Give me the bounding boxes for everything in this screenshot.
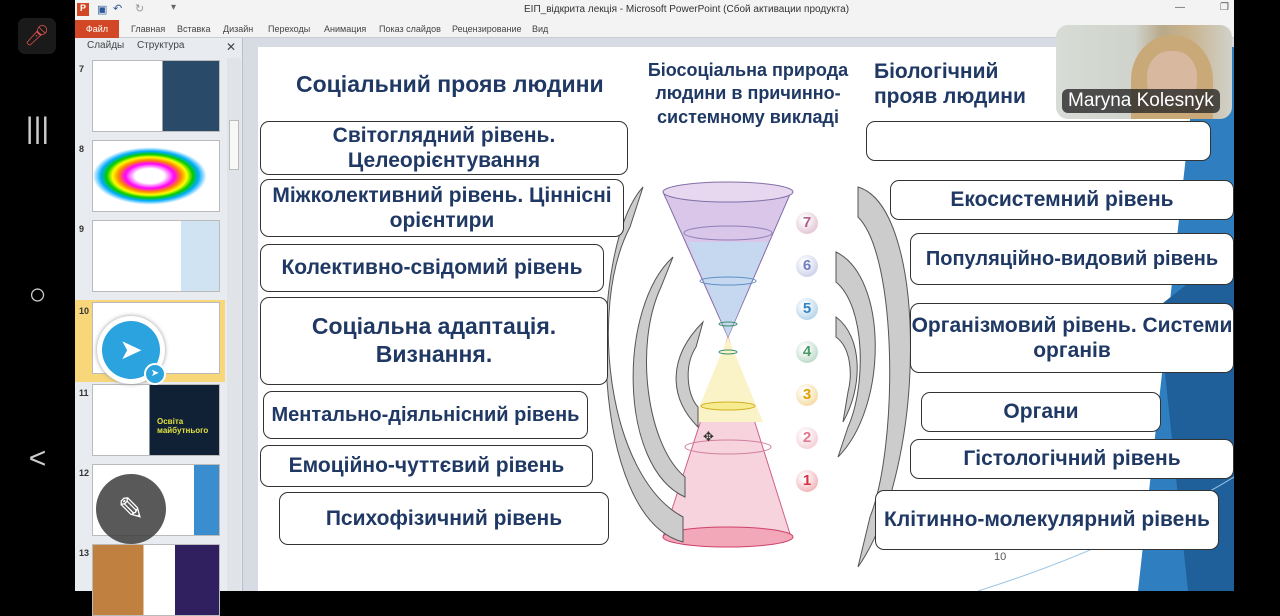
muted-microphone-icon[interactable]: 🎤︎ <box>18 18 56 54</box>
level-marker-7: 7 <box>796 212 818 234</box>
restore-icon[interactable]: ❐ <box>1220 2 1229 13</box>
slide-number: 9 <box>79 224 85 234</box>
right-box-cellular: Клітинно-молекулярний рівень <box>875 490 1219 550</box>
level-marker-2: 2 <box>796 427 818 449</box>
customize-toolbar-icon[interactable]: ▾ <box>171 2 177 13</box>
left-arrow-small <box>675 320 704 429</box>
powerpoint-logo-icon: P <box>77 3 89 16</box>
participant-name: Maryna Kolesnyk <box>1062 89 1220 113</box>
tab-home[interactable]: Главная <box>131 24 166 34</box>
tab-view[interactable]: Вид <box>532 24 549 34</box>
slide-number: 7 <box>79 64 85 74</box>
right-box-population: Популяційно-видовий рівень <box>910 233 1234 285</box>
slide-number: 12 <box>79 468 90 478</box>
video-participant-tile[interactable]: Maryna Kolesnyk <box>1056 25 1232 119</box>
move-cursor-icon: ✥ <box>703 429 714 444</box>
slide-canvas: Соціальний прояв людини Біосоціальна при… <box>243 38 1234 591</box>
left-arrow-medium <box>632 256 686 498</box>
tab-slideshow[interactable]: Показ слайдов <box>379 24 441 34</box>
level-marker-4: 4 <box>796 341 818 363</box>
draw-floating-button[interactable]: ✎ <box>96 474 166 544</box>
tab-animation[interactable]: Анимация <box>324 24 367 34</box>
save-icon[interactable]: ▣ <box>97 4 108 16</box>
slide-thumbnail-11[interactable]: Освіта майбутнього <box>92 384 220 456</box>
level-marker-3: 3 <box>796 384 818 406</box>
powerpoint-window: P ▣ ↶ ↻ ▾ ЕІП_відкрита лекція - Microsof… <box>75 0 1234 616</box>
slide-number: 11 <box>79 388 89 398</box>
right-box-organism: Організмовий рівень. Системи органів <box>910 303 1234 373</box>
tab-review[interactable]: Рецензирование <box>452 24 522 34</box>
left-box-mental: Ментально-діяльнісний рівень <box>263 391 588 439</box>
title-bar: P ▣ ↶ ↻ ▾ ЕІП_відкрита лекція - Microsof… <box>75 0 1234 20</box>
left-box-emotional: Емоційно-чуттєвий рівень <box>260 445 593 487</box>
right-box-histological: Гістологічний рівень <box>910 439 1234 479</box>
window-title: ЕІП_відкрита лекція - Microsoft PowerPoi… <box>524 4 850 15</box>
level-marker-1: 1 <box>796 470 818 492</box>
left-box-psychophysical: Психофізичний рівень <box>279 492 609 545</box>
slide: Соціальний прояв людини Біосоціальна при… <box>258 47 1234 591</box>
slide-number: 13 <box>79 548 90 558</box>
tab-design[interactable]: Дизайн <box>223 24 254 34</box>
back-icon[interactable]: < <box>28 442 47 475</box>
thumbnail-text: Освіта майбутнього <box>157 417 209 435</box>
right-black-bar <box>1234 0 1280 591</box>
redo-icon[interactable]: ↻ <box>135 3 145 15</box>
recent-apps-icon[interactable]: ||| <box>25 112 50 145</box>
left-box-social-adaptation: Соціальна адаптація. Визнання. <box>260 297 608 385</box>
scrollbar[interactable] <box>227 58 241 591</box>
right-box-organs: Органи <box>921 392 1161 432</box>
slide-thumbnail-7[interactable] <box>92 60 220 132</box>
pencil-icon: ✎ <box>117 491 145 527</box>
slide-thumbnail-9[interactable] <box>92 220 220 292</box>
minimize-icon[interactable]: — <box>1175 2 1185 13</box>
right-arrow-medium <box>835 251 876 458</box>
right-heading: Біологічний прояв людини <box>874 60 1026 109</box>
tab-file[interactable]: Файл <box>75 20 119 38</box>
home-icon[interactable]: ○ <box>28 278 47 311</box>
slide-number-label: 10 <box>994 551 1007 563</box>
tab-transitions[interactable]: Переходы <box>268 24 311 34</box>
level-marker-6: 6 <box>796 255 818 277</box>
right-box-top <box>866 121 1211 161</box>
slide-number: 8 <box>79 144 85 154</box>
center-heading: Біосоціальна природа людини в причинно-с… <box>647 60 849 127</box>
left-heading: Соціальний прояв людини <box>296 71 604 97</box>
right-arrow-small <box>835 316 858 423</box>
tab-outline[interactable]: Структура <box>137 40 185 51</box>
close-pane-icon[interactable]: ✕ <box>226 40 237 54</box>
tab-insert[interactable]: Вставка <box>177 24 211 34</box>
level-marker-5: 5 <box>796 298 818 320</box>
scrollbar-thumb[interactable] <box>229 120 239 170</box>
left-box-worldview: Світоглядний рівень. Целеорієнтування <box>260 121 628 175</box>
ribbon-tabs: Файл Главная Вставка Дизайн Переходы Ани… <box>75 20 1234 38</box>
undo-icon[interactable]: ↶ <box>113 3 123 15</box>
right-arrow-large <box>857 186 911 568</box>
left-arrow-large <box>605 186 684 543</box>
right-box-ecosystem: Екосистемний рівень <box>890 180 1234 220</box>
left-box-intercollective: Міжколективний рівень. Ціннісні орієнтир… <box>260 179 624 237</box>
slide-thumbnail-13[interactable] <box>92 544 220 616</box>
tab-slides[interactable]: Слайды <box>87 40 125 51</box>
left-box-collective: Колективно-свідомий рівень <box>260 244 604 292</box>
telegram-floating-button[interactable]: ➤ ➤ <box>97 316 166 385</box>
slide-number: 10 <box>79 306 90 316</box>
slide-thumbnail-8[interactable] <box>92 140 220 212</box>
android-nav-bar: ||| ○ < <box>0 0 75 591</box>
